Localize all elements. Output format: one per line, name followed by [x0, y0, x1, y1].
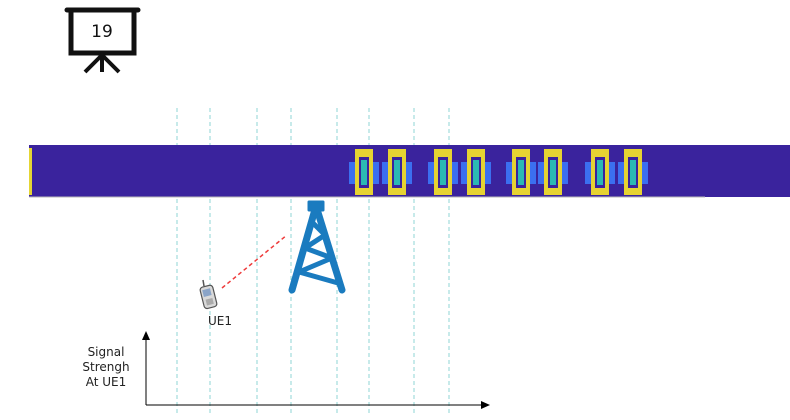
y-axis-label: Signal Strengh At UE1: [70, 345, 142, 390]
vehicles: [349, 149, 648, 195]
vehicle-core: [473, 160, 479, 185]
vehicle: [382, 149, 412, 195]
vehicle: [349, 149, 379, 195]
vehicle-core: [394, 160, 400, 185]
vehicle-core: [440, 160, 446, 185]
ue-label: UE1: [208, 314, 232, 328]
vehicle: [506, 149, 536, 195]
y-axis-label-line-3: At UE1: [85, 375, 127, 389]
road-edge-marker: [29, 148, 32, 195]
vehicle-core: [597, 160, 603, 185]
vehicle: [618, 149, 648, 195]
vehicle: [461, 149, 491, 195]
signal-axes: [142, 331, 490, 409]
cell-tower-icon: [288, 200, 346, 294]
vehicle-core: [630, 160, 636, 185]
y-axis-arrow: [142, 331, 150, 340]
slide-number: 19: [91, 22, 113, 42]
vehicle-core: [550, 160, 556, 185]
presentation-board-icon: [64, 7, 141, 74]
vehicle: [538, 149, 568, 195]
mobile-phone-icon[interactable]: [199, 279, 218, 310]
x-axis-arrow: [481, 401, 490, 409]
vehicle: [585, 149, 615, 195]
radio-link: [221, 234, 288, 289]
vehicle-core: [361, 160, 367, 185]
y-axis-label-line-2: Strengh: [82, 360, 130, 374]
vehicle-core: [518, 160, 524, 185]
vehicle: [428, 149, 458, 195]
y-axis-label-line-1: Signal: [87, 345, 125, 359]
